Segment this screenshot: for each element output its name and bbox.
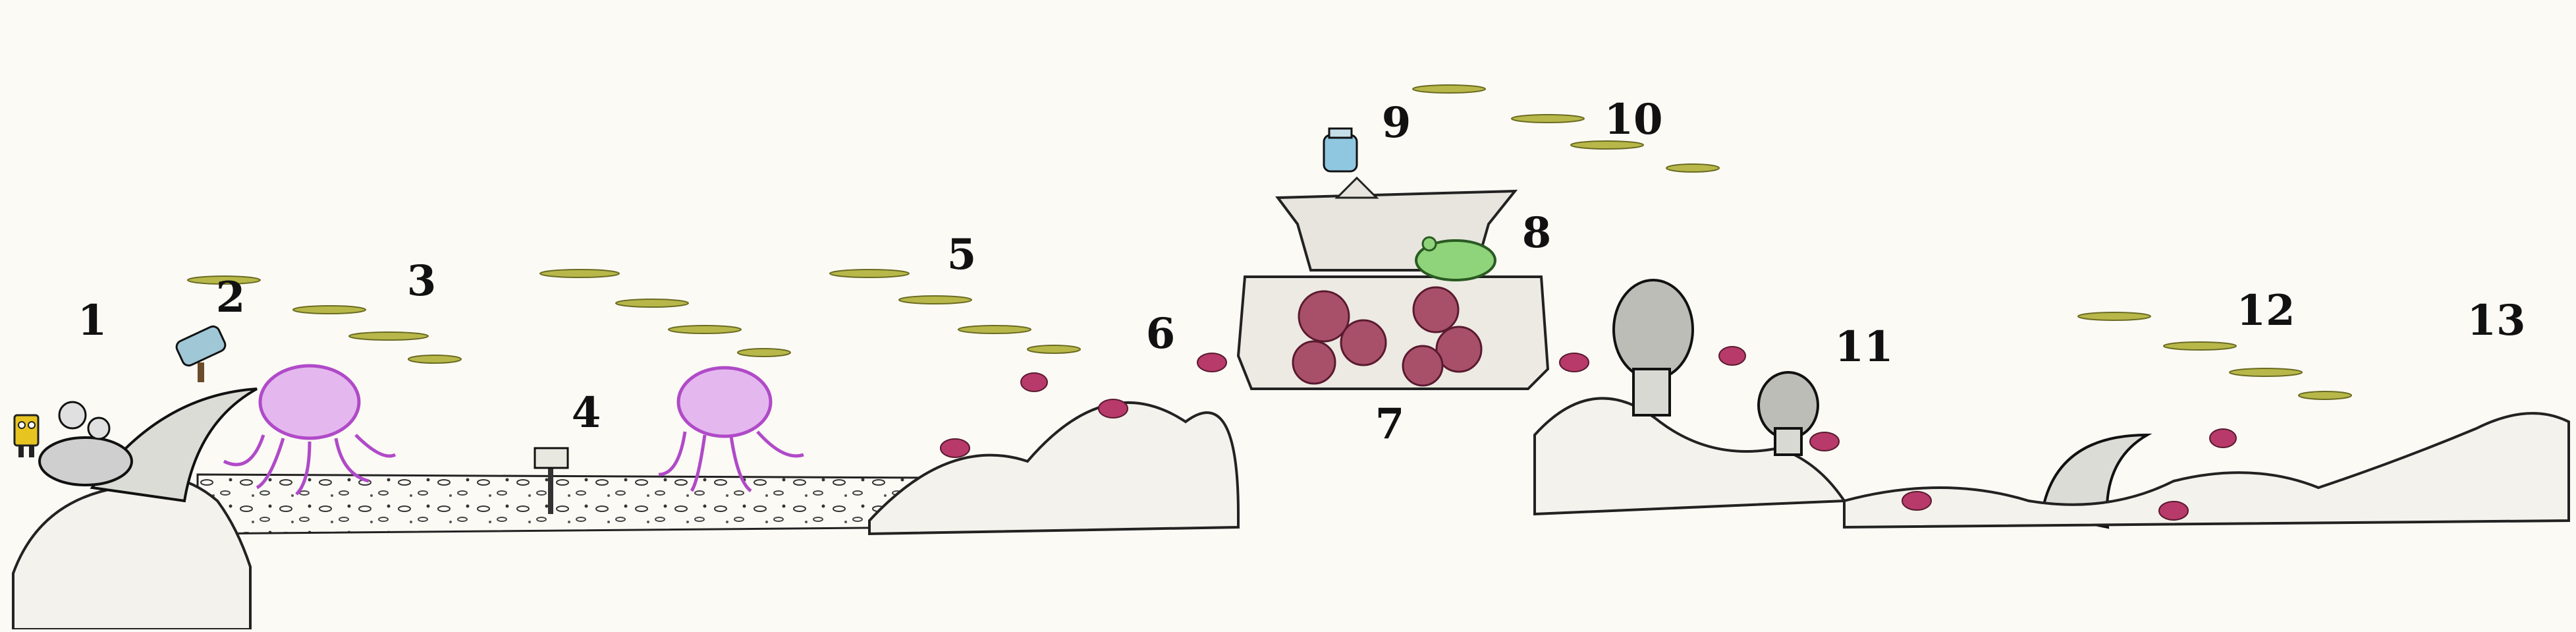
level-marker-3[interactable]: 3 xyxy=(406,256,437,306)
dune-mid xyxy=(868,401,1240,536)
seaweed-cluster-12 xyxy=(2077,312,2352,400)
jellyfish-enemy[interactable] xyxy=(658,366,804,492)
hill-right-1 xyxy=(1533,397,1847,516)
level-marker-12[interactable]: 12 xyxy=(2236,286,2295,335)
level-marker-10[interactable]: 10 xyxy=(1604,95,1663,144)
cannon-item[interactable] xyxy=(175,324,227,382)
seafloor-pebbles xyxy=(196,473,937,535)
seaweed-cluster-5 xyxy=(829,269,1081,354)
spiky-rock-tower xyxy=(1612,279,1694,417)
coral-rock-pile xyxy=(38,401,133,486)
level-marker-8[interactable]: 8 xyxy=(1521,208,1552,258)
seaweed-cluster-4 xyxy=(539,269,791,357)
level-marker-1[interactable]: 1 xyxy=(77,296,107,345)
spiky-rock-tower xyxy=(1757,371,1819,456)
rock-plateau-base xyxy=(1236,275,1550,390)
level-marker-5[interactable]: 5 xyxy=(946,230,977,279)
sea-slug-enemy[interactable] xyxy=(1415,236,1496,281)
level-marker-11[interactable]: 11 xyxy=(1834,322,1894,372)
signpost[interactable] xyxy=(534,447,569,514)
level-marker-9[interactable]: 9 xyxy=(1381,98,1411,148)
seaweed-cluster-10 xyxy=(1412,84,1720,173)
jar-item[interactable] xyxy=(1323,127,1358,173)
crab-enemy[interactable] xyxy=(940,346,2237,521)
level-marker-7[interactable]: 7 xyxy=(1375,399,1405,449)
jellyfish-enemy[interactable] xyxy=(223,364,397,496)
wave-left xyxy=(90,388,258,503)
sea-urchin-cluster[interactable] xyxy=(1292,286,1483,387)
rock-plateau-pillar xyxy=(1334,176,1379,199)
seaweed-cluster-3 xyxy=(187,275,462,364)
sponge-character[interactable] xyxy=(13,414,40,457)
level-marker-6[interactable]: 6 xyxy=(1145,309,1176,359)
level-marker-2[interactable]: 2 xyxy=(215,273,246,322)
hill-right-2 xyxy=(1843,412,2570,529)
level-marker-13[interactable]: 13 xyxy=(2467,296,2526,345)
level-marker-4[interactable]: 4 xyxy=(571,388,601,438)
